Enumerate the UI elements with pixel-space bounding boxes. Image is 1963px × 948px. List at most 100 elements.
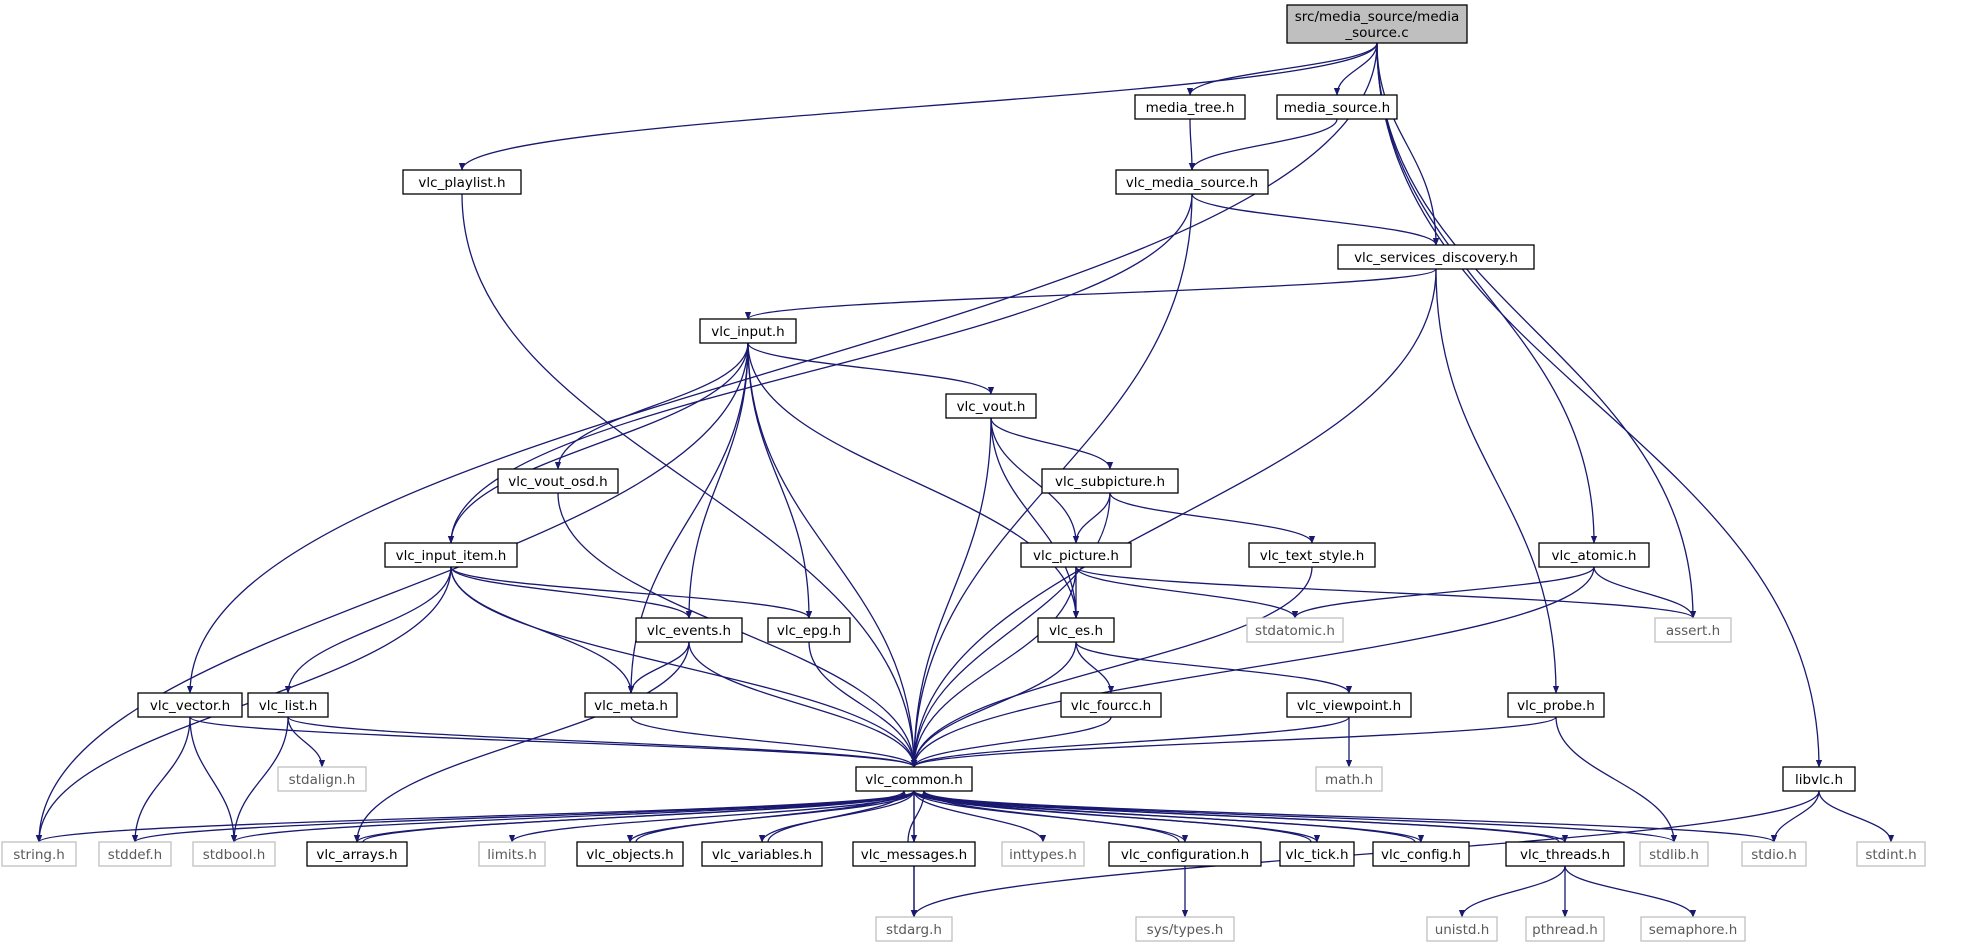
node-vlc_messages[interactable]: vlc_messages.h bbox=[852, 841, 976, 867]
node-unistd[interactable]: unistd.h bbox=[1426, 916, 1498, 942]
node-label-math: math.h bbox=[1325, 772, 1373, 788]
edge-vlc_events-to-vlc_arrays bbox=[353, 641, 690, 843]
node-vlc_subpicture[interactable]: vlc_subpicture.h bbox=[1041, 468, 1179, 494]
node-vlc_fourcc[interactable]: vlc_fourcc.h bbox=[1060, 692, 1162, 718]
node-label-stdatomic: stdatomic.h bbox=[1255, 623, 1335, 639]
node-vlc_viewpoint[interactable]: vlc_viewpoint.h bbox=[1286, 692, 1412, 718]
node-vlc_vout_osd[interactable]: vlc_vout_osd.h bbox=[497, 468, 619, 494]
node-vlc_list[interactable]: vlc_list.h bbox=[247, 692, 329, 718]
edge-vlc_configuration-to-vlc_common bbox=[920, 790, 1180, 843]
node-box-vlc_viewpoint bbox=[1286, 692, 1412, 718]
node-label-vlc_text_style: vlc_text_style.h bbox=[1260, 548, 1365, 564]
node-vlc_input[interactable]: vlc_input.h bbox=[699, 318, 797, 344]
edge-vlc_events-to-vlc_meta bbox=[627, 641, 690, 694]
node-stdlib[interactable]: stdlib.h bbox=[1639, 841, 1709, 867]
edge-vlc_input-to-vlc_es bbox=[747, 342, 1080, 619]
node-inttypes[interactable]: inttypes.h bbox=[1001, 841, 1085, 867]
node-vlc_events[interactable]: vlc_events.h bbox=[635, 617, 743, 643]
node-vlc_atomic[interactable]: vlc_atomic.h bbox=[1538, 542, 1650, 568]
node-box-vlc_common bbox=[855, 766, 973, 792]
edge-vlc_es-to-vlc_common bbox=[910, 641, 1077, 768]
node-vlc_picture[interactable]: vlc_picture.h bbox=[1020, 542, 1132, 568]
node-vlc_threads[interactable]: vlc_threads.h bbox=[1505, 841, 1625, 867]
node-vlc_probe[interactable]: vlc_probe.h bbox=[1507, 692, 1605, 718]
edge-vlc_vector-to-stdbool bbox=[189, 716, 238, 843]
node-assert[interactable]: assert.h bbox=[1654, 617, 1732, 643]
node-vlc_config[interactable]: vlc_config.h bbox=[1372, 841, 1470, 867]
node-box-libvlc bbox=[1782, 766, 1856, 792]
node-stdbool[interactable]: stdbool.h bbox=[192, 841, 276, 867]
node-vlc_common[interactable]: vlc_common.h bbox=[855, 766, 973, 792]
node-vlc_playlist[interactable]: vlc_playlist.h bbox=[402, 169, 522, 195]
node-vlc_vout[interactable]: vlc_vout.h bbox=[945, 393, 1037, 419]
node-vlc_input_item[interactable]: vlc_input_item.h bbox=[384, 542, 518, 568]
edge-root-to-vlc_atomic bbox=[1376, 42, 1598, 544]
node-vlc_es[interactable]: vlc_es.h bbox=[1037, 617, 1115, 643]
node-label-vlc_picture: vlc_picture.h bbox=[1033, 548, 1119, 564]
node-stdalign[interactable]: stdalign.h bbox=[277, 766, 367, 792]
node-label-string: string.h bbox=[13, 847, 65, 863]
edge-root-to-vlc_vector bbox=[186, 42, 1378, 694]
node-vlc_services_discovery[interactable]: vlc_services_discovery.h bbox=[1337, 244, 1535, 270]
node-stdio[interactable]: stdio.h bbox=[1741, 841, 1807, 867]
edge-vlc_probe-to-vlc_common bbox=[911, 716, 1557, 768]
node-label-vlc_services_discovery: vlc_services_discovery.h bbox=[1354, 250, 1518, 266]
node-vlc_objects[interactable]: vlc_objects.h bbox=[576, 841, 684, 867]
node-semaphore[interactable]: semaphore.h bbox=[1640, 916, 1746, 942]
node-media_source[interactable]: media_source.h bbox=[1276, 94, 1398, 120]
node-stdatomic[interactable]: stdatomic.h bbox=[1246, 617, 1344, 643]
node-box-vlc_config bbox=[1372, 841, 1470, 867]
node-label-vlc_configuration: vlc_configuration.h bbox=[1121, 847, 1249, 863]
node-root[interactable]: src/media_source/media_source.c bbox=[1286, 4, 1468, 44]
node-pthread[interactable]: pthread.h bbox=[1525, 916, 1605, 942]
node-vlc_epg[interactable]: vlc_epg.h bbox=[767, 617, 851, 643]
edge-libvlc-to-stdint bbox=[1818, 790, 1895, 843]
node-box-vlc_es bbox=[1037, 617, 1115, 643]
node-box-vlc_media_source bbox=[1115, 169, 1269, 195]
node-label-sys_types: sys/types.h bbox=[1147, 922, 1224, 938]
node-label-media_tree: media_tree.h bbox=[1146, 100, 1235, 116]
node-label-vlc_common: vlc_common.h bbox=[865, 772, 963, 788]
edge-root-to-vlc_playlist bbox=[458, 42, 1378, 171]
node-label-stdbool: stdbool.h bbox=[203, 847, 266, 863]
edge-vlc_subpicture-to-vlc_common bbox=[910, 492, 1111, 768]
node-vlc_text_style[interactable]: vlc_text_style.h bbox=[1248, 542, 1376, 568]
edge-vlc_config-to-vlc_common bbox=[920, 790, 1416, 843]
node-stdarg[interactable]: stdarg.h bbox=[875, 916, 953, 942]
node-limits[interactable]: limits.h bbox=[478, 841, 546, 867]
node-vlc_arrays[interactable]: vlc_arrays.h bbox=[306, 841, 408, 867]
node-vlc_meta[interactable]: vlc_meta.h bbox=[584, 692, 678, 718]
node-box-stdatomic bbox=[1246, 617, 1344, 643]
edge-vlc_picture-to-assert bbox=[1075, 566, 1697, 619]
node-vlc_variables[interactable]: vlc_variables.h bbox=[701, 841, 823, 867]
node-box-vlc_fourcc bbox=[1060, 692, 1162, 718]
edge-root-to-assert bbox=[1376, 42, 1697, 619]
node-box-vlc_input bbox=[699, 318, 797, 344]
node-vlc_vector[interactable]: vlc_vector.h bbox=[137, 692, 243, 718]
node-media_tree[interactable]: media_tree.h bbox=[1134, 94, 1246, 120]
node-box-vlc_vout_osd bbox=[497, 468, 619, 494]
node-stddef[interactable]: stddef.h bbox=[98, 841, 172, 867]
node-box-string bbox=[1, 841, 77, 867]
edge-vlc_vout-to-vlc_common bbox=[910, 417, 992, 768]
node-sys_types[interactable]: sys/types.h bbox=[1135, 916, 1235, 942]
node-box-stdalign bbox=[277, 766, 367, 792]
node-vlc_tick[interactable]: vlc_tick.h bbox=[1279, 841, 1355, 867]
edge-vlc_vector-to-stddef bbox=[131, 716, 191, 843]
edge-root-to-media_tree bbox=[1186, 42, 1378, 96]
node-vlc_configuration[interactable]: vlc_configuration.h bbox=[1108, 841, 1262, 867]
node-vlc_media_source[interactable]: vlc_media_source.h bbox=[1115, 169, 1269, 195]
node-stdint[interactable]: stdint.h bbox=[1856, 841, 1926, 867]
edge-vlc_variables-to-vlc_common bbox=[767, 790, 908, 843]
edge-vlc_es-to-vlc_fourcc bbox=[1075, 641, 1115, 694]
node-label-unistd: unistd.h bbox=[1435, 922, 1490, 938]
edge-vlc_input-to-string bbox=[35, 342, 749, 843]
edge-vlc_picture-to-stdatomic bbox=[1075, 566, 1299, 619]
node-libvlc[interactable]: libvlc.h bbox=[1782, 766, 1856, 792]
node-math[interactable]: math.h bbox=[1315, 766, 1383, 792]
edge-libvlc-to-stdarg bbox=[910, 790, 1820, 918]
node-string[interactable]: string.h bbox=[1, 841, 77, 867]
edge-vlc_es-to-vlc_viewpoint bbox=[1075, 641, 1353, 694]
edge-vlc_services_discovery-to-vlc_input bbox=[745, 268, 1437, 320]
node-label-vlc_epg: vlc_epg.h bbox=[777, 623, 841, 639]
